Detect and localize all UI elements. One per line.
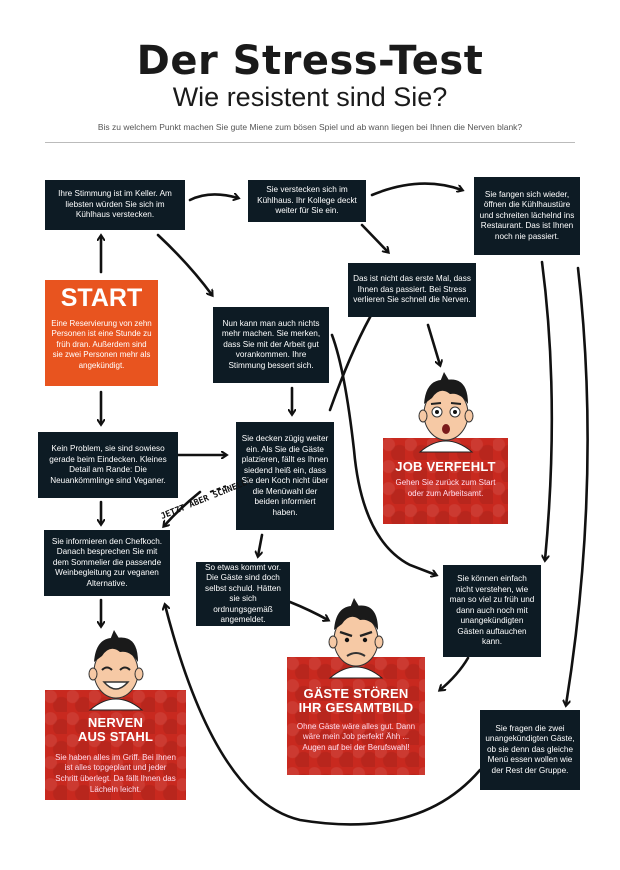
result-gaeste-heading: GÄSTE STÖREN IHR GESAMTBILD xyxy=(298,686,414,716)
arrow-hand-to-chefkoch xyxy=(164,490,202,526)
arrow-zuegig-to-schuld xyxy=(258,533,264,556)
face-shocked-icon xyxy=(418,372,474,453)
result-job-verfehlt: JOB VERFEHLT Gehen Sie zurück zum Start … xyxy=(383,438,508,524)
box-einfach: Sie können einfach nicht verstehen, wie … xyxy=(443,565,541,657)
result-nerven-text: Sie haben alles im Griff. Bei Ihnen ist … xyxy=(55,752,176,794)
arrow-keller-to-nichts xyxy=(156,233,212,295)
start-heading: START xyxy=(60,284,143,312)
box-erste-mal: Das ist nicht das erste Mal, dass Ihnen … xyxy=(348,263,476,317)
divider xyxy=(45,142,575,143)
arrow-nichts-to-einfach xyxy=(330,333,436,575)
arrow-fangen-to-einfach xyxy=(540,260,554,560)
box-kuehlhaus: Sie verstecken sich im Kühlhaus. Ihr Kol… xyxy=(248,180,366,222)
box-schuld: So etwas kommt vor. Die Gäste sind doch … xyxy=(196,562,290,626)
start-text: Eine Reservierung von zehn Personen ist … xyxy=(51,319,152,370)
box-nichts-mehr: Nun kann man auch nichts mehr machen. Si… xyxy=(213,307,329,383)
result-gaeste-text: Ohne Gäste wäre alles gut. Dann wäre mei… xyxy=(296,721,416,753)
intro-text: Bis zu welchem Punkt machen Sie gute Mie… xyxy=(97,122,523,132)
page-subtitle: Wie resistent sind Sie? xyxy=(172,82,448,112)
result-job-heading: JOB VERFEHLT xyxy=(395,459,496,474)
box-zwei: Sie fragen die zwei unangekündigten Gäst… xyxy=(480,710,580,790)
box-chefkoch: Sie informieren den Chefkoch. Danach bes… xyxy=(44,530,170,596)
result-gaeste-stoeren: GÄSTE STÖREN IHR GESAMTBILD Ohne Gäste w… xyxy=(287,657,425,775)
box-keller: Ihre Stimmung ist im Keller. Am liebsten… xyxy=(45,180,185,230)
box-fangen: Sie fangen sich wieder, öffnen die Kühlh… xyxy=(474,177,580,255)
result-job-text: Gehen Sie zurück zum Start oder zum Arbe… xyxy=(395,478,496,499)
face-angry-icon xyxy=(328,598,384,679)
face-happy-icon xyxy=(88,630,144,711)
start-box: START Eine Reservierung von zehn Persone… xyxy=(45,280,158,386)
arrow-einfach-to-gaeste xyxy=(440,656,470,690)
arrow-zwei-to-chefkoch xyxy=(165,605,482,826)
box-zuegig: Sie decken zügig weiter ein. Als Sie die… xyxy=(236,422,334,530)
arrow-far-right-to-zwei xyxy=(566,266,589,705)
page-title: Der Stress-Test xyxy=(136,38,484,84)
box-kein-problem: Kein Problem, sie sind sowieso gerade be… xyxy=(38,432,178,498)
arrow-kuehlhaus-to-erstemal xyxy=(360,223,388,252)
arrow-kuehlhaus-to-fangen xyxy=(370,182,462,197)
result-nerven-aus-stahl: NERVEN AUS STAHL Sie haben alles im Grif… xyxy=(45,690,186,800)
arrow-keller-to-kuehlhaus xyxy=(188,194,238,200)
result-nerven-heading: NERVEN AUS STAHL xyxy=(77,715,154,745)
arrow-erstemal-to-face xyxy=(426,323,440,365)
arrow-schuld-to-gaeste xyxy=(288,600,328,620)
